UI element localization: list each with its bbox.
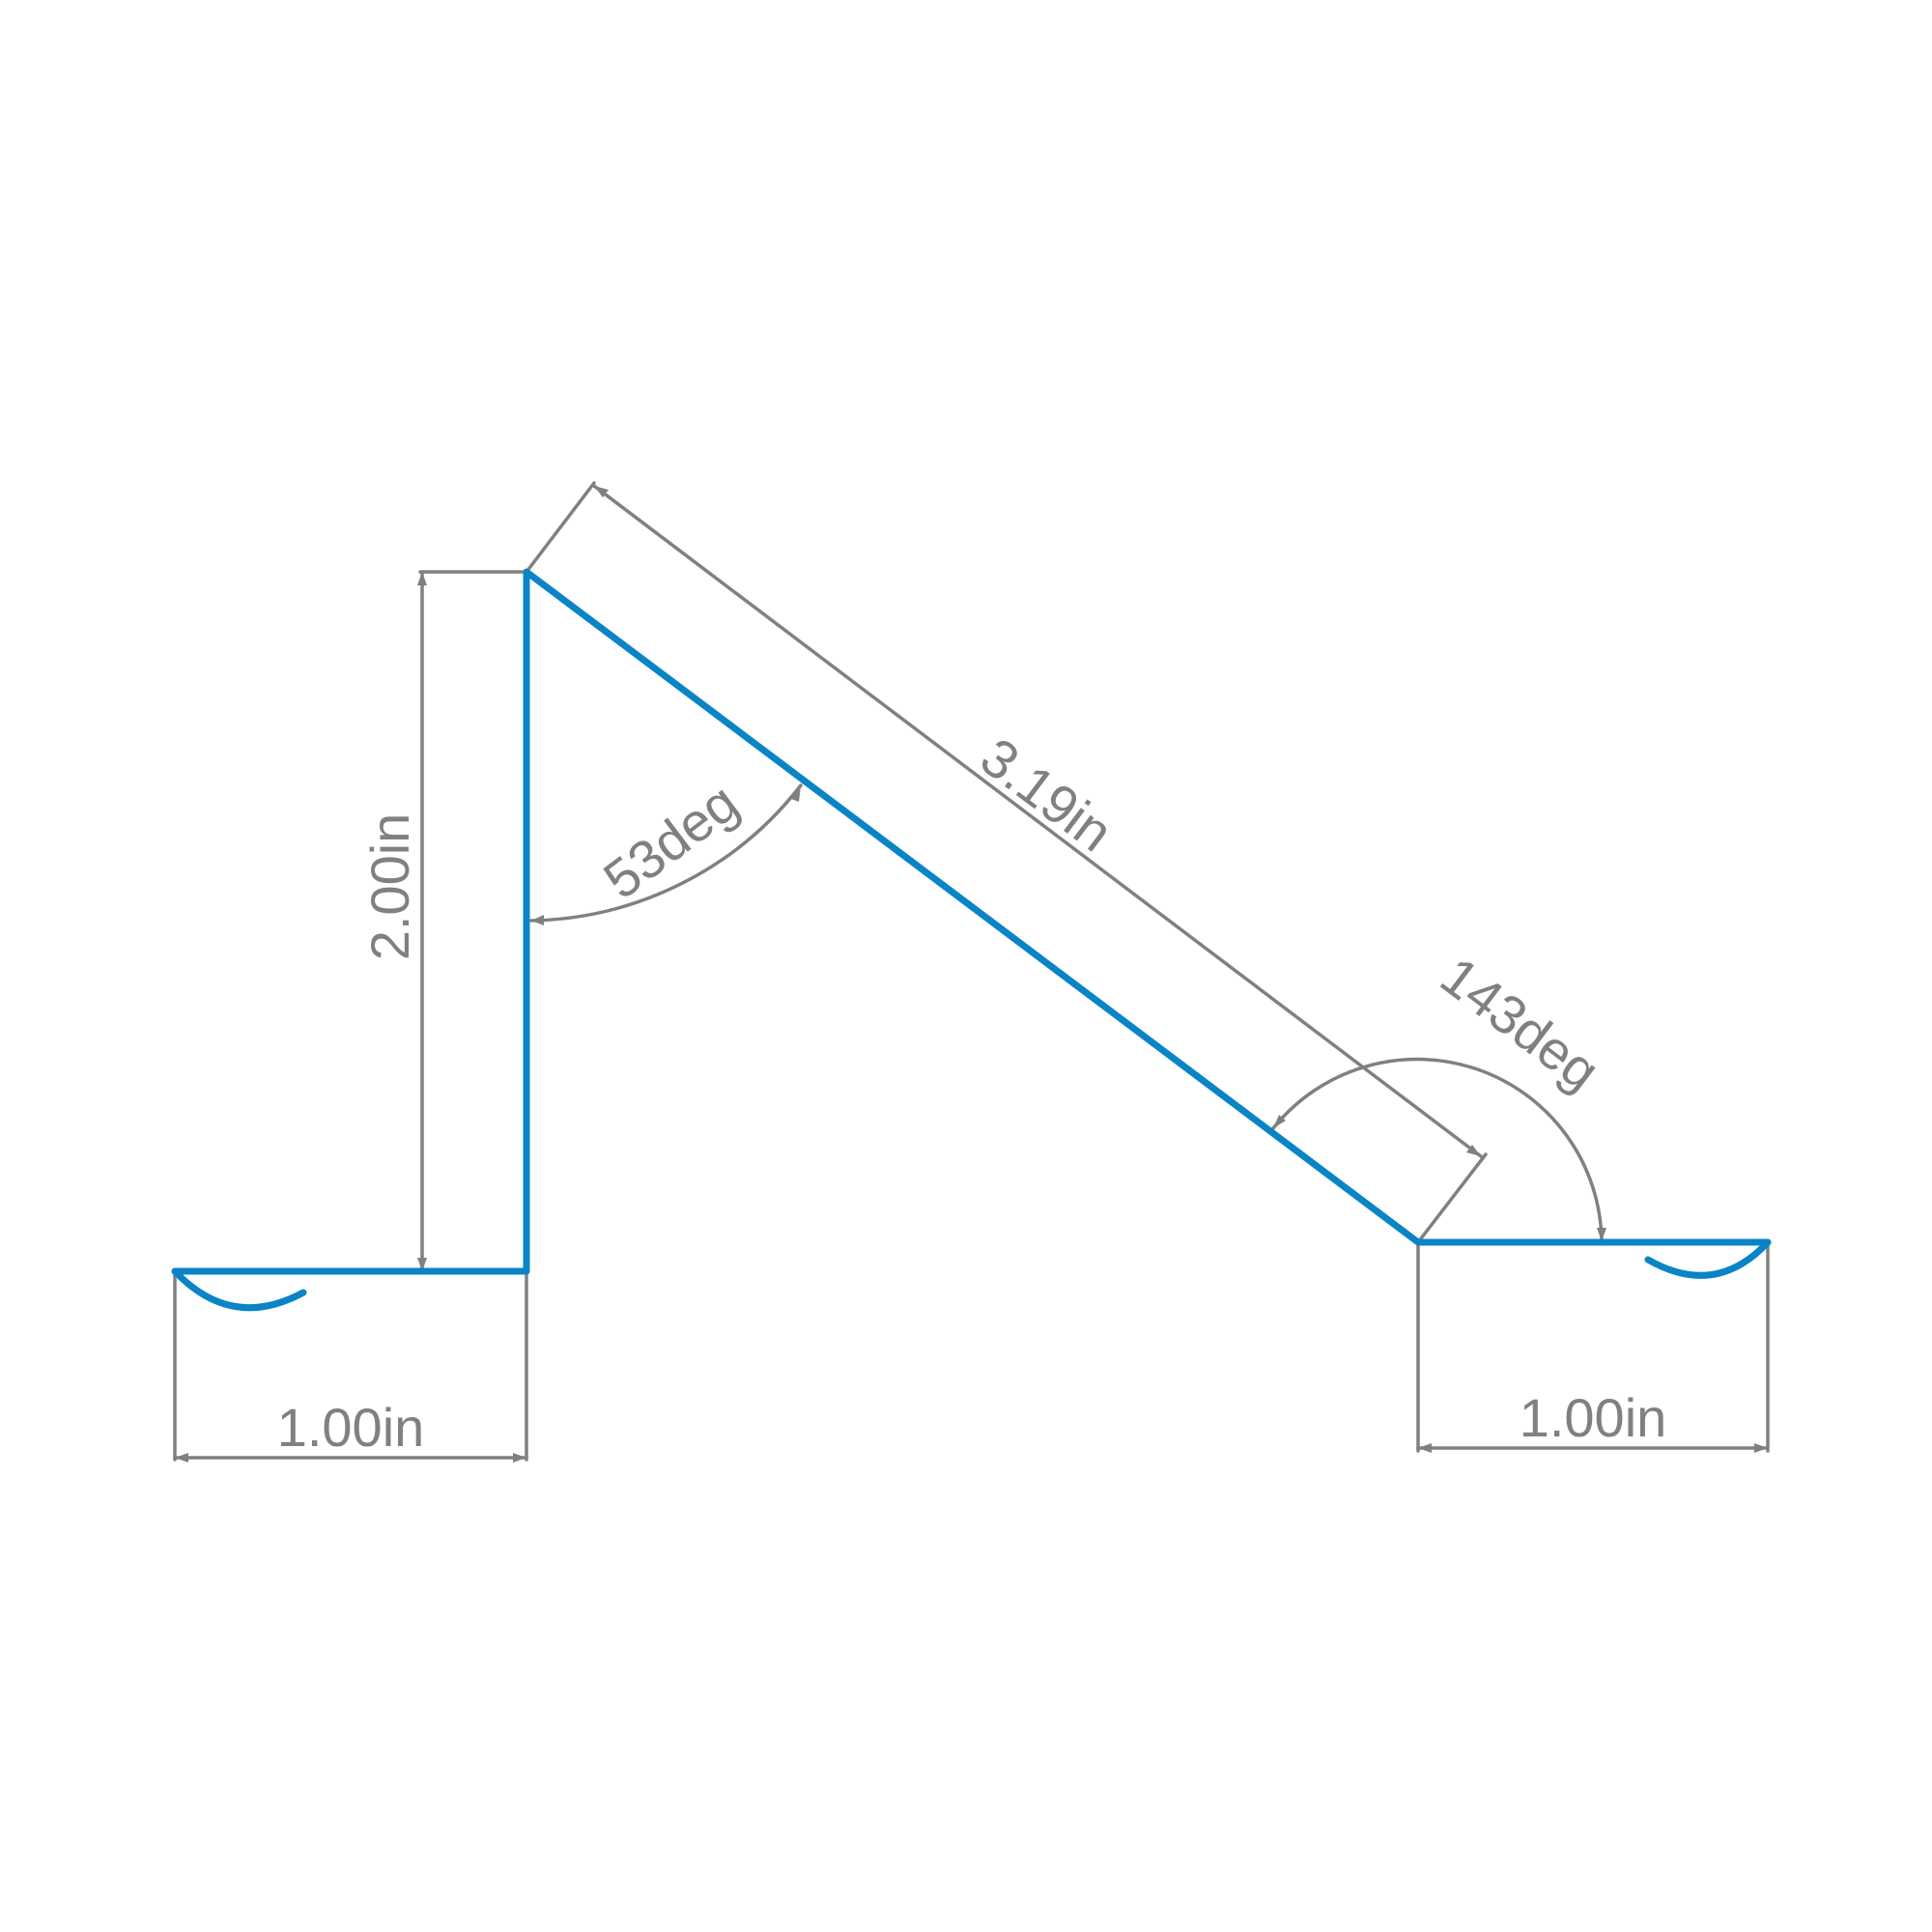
top-angle-arrow-left	[531, 915, 544, 925]
top-angle-arc	[529, 783, 803, 923]
bottom-angle-arrow-right	[1597, 1228, 1606, 1241]
bottom-angle-label: 143deg	[1430, 945, 1610, 1102]
dimension-layer	[173, 481, 1770, 1463]
left-width-arrow-left	[175, 1453, 188, 1463]
profile-layer	[171, 568, 1772, 1312]
height-arrow-bottom	[417, 1258, 427, 1271]
diagonal-arrow-bottom	[1466, 1145, 1481, 1156]
diagonal-arrow-top	[594, 486, 609, 497]
left-width-label: 1.00in	[277, 1397, 425, 1458]
diagonal-extension-line-top	[525, 481, 596, 574]
left-width-arrow-right	[513, 1453, 526, 1463]
diagonal-length-label: 3.19in	[970, 725, 1124, 863]
right-width-arrow-left	[1418, 1443, 1432, 1453]
height-arrow-top	[417, 572, 427, 585]
top-angle-arrow-right	[791, 785, 801, 802]
diagonal-dimension-line	[592, 484, 1483, 1158]
bottom-angle-arc	[1271, 1057, 1604, 1243]
right-width-arrow-right	[1754, 1443, 1768, 1453]
bottom-angle-arrow-left	[1273, 1115, 1286, 1128]
height-label: 2.00in	[359, 813, 420, 961]
right-width-label: 1.00in	[1520, 1387, 1667, 1448]
dimension-text-layer: 1.00in 2.00in 53deg 3.19in 143deg 1.00in	[277, 725, 1667, 1458]
left-bend-hook	[171, 1267, 307, 1312]
sheet-profile-line	[171, 568, 1772, 1275]
right-bend-hook	[1644, 1238, 1772, 1279]
diagonal-extension-line-bottom	[1416, 1152, 1488, 1244]
